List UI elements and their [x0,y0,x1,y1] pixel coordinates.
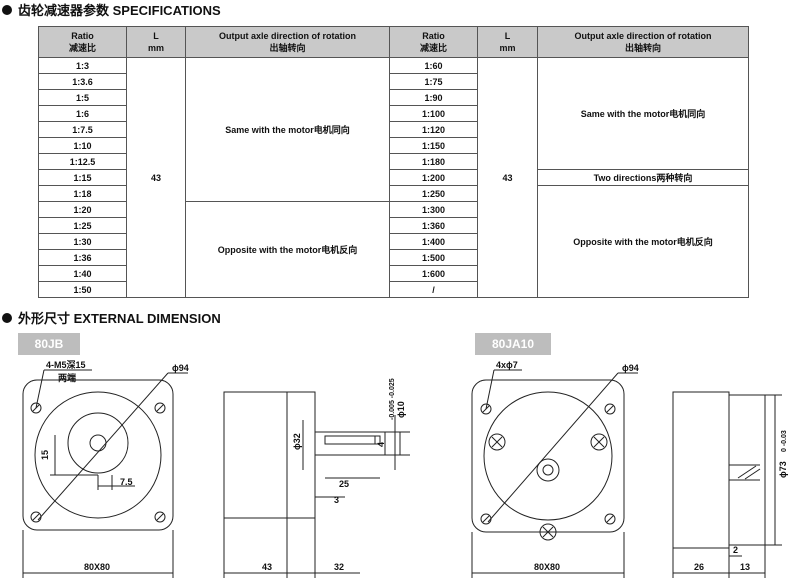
bullet-icon [2,312,12,323]
label-80ja10-2: 2 [733,545,738,555]
label-80ja10-13: 13 [740,562,750,572]
ratio-cell: 1:30 [38,233,127,250]
label-80jb-tol: -0.005 -0.025 [389,378,396,420]
ratio-cell: 1:50 [38,281,127,298]
model-tag-80ja10: 80JA10 [475,333,551,355]
table-row: 1:18 1:250 Opposite with the motor电机反向 [38,185,749,298]
side-view-80jb [223,391,410,578]
dimension-section-title: 外形尺寸 EXTERNAL DIMENSION [0,308,221,327]
l-value-right: 43 [477,57,538,298]
model-tag-80jb: 80JB [18,333,80,355]
specs-title-text: 齿轮减速器参数 SPECIFICATIONS [18,3,221,18]
label-80ja10-dia: ϕ94 [622,363,639,373]
table-row: 1:50 / [38,281,749,298]
direction-opposite-left: Opposite with the motor电机反向 [185,201,390,298]
label-80jb-dia: ϕ94 [172,363,189,373]
direction-same-left: Same with the motor电机同向 [185,57,390,202]
label-80jb-hole: 4-M5深15 [46,359,86,370]
ratio-cell: 1:18 [38,185,127,202]
label-80ja10-dia73: ϕ73 [778,461,788,478]
label-80ja10-tol: 0 -0.03 [781,430,788,452]
bullet-icon [2,4,12,15]
label-80ja10-width: 80X80 [534,562,560,572]
side-view-80ja10 [672,391,782,578]
label-80jb-4: 4 [376,442,386,447]
front-view-80ja10 [471,369,638,578]
table-row: 1:3 43 Same with the motor电机同向 1:60 43 S… [38,57,749,298]
ratio-cell: / [389,281,478,298]
label-80jb-25: 25 [339,479,349,489]
label-80jb-hole-sub: 两端 [58,372,76,383]
label-80jb-43: 43 [262,562,272,572]
label-80jb-3: 3 [334,495,339,505]
label-80jb-75: 7.5 [120,477,133,487]
label-80jb-width: 80X80 [84,562,110,572]
specs-section-title: 齿轮减速器参数 SPECIFICATIONS [0,0,221,19]
label-80jb-32: 32 [334,562,344,572]
label-80jb-15: 15 [40,450,50,460]
direction-same-right: Same with the motor电机同向 [537,57,749,170]
ratio-cell: 1:300 [389,201,478,218]
label-80ja10-26: 26 [694,562,704,572]
front-view-80jb [22,369,188,578]
table-row: 1:20 Opposite with the motor电机反向 1:300 [38,201,749,298]
direction-opposite-right: Opposite with the motor电机反向 [537,185,749,298]
label-80jb-dia10: ϕ10 [396,401,406,418]
dimension-title-text: 外形尺寸 EXTERNAL DIMENSION [18,311,221,326]
label-80ja10-hole: 4xϕ7 [496,360,518,370]
label-80jb-dia32: ϕ32 [292,433,302,450]
